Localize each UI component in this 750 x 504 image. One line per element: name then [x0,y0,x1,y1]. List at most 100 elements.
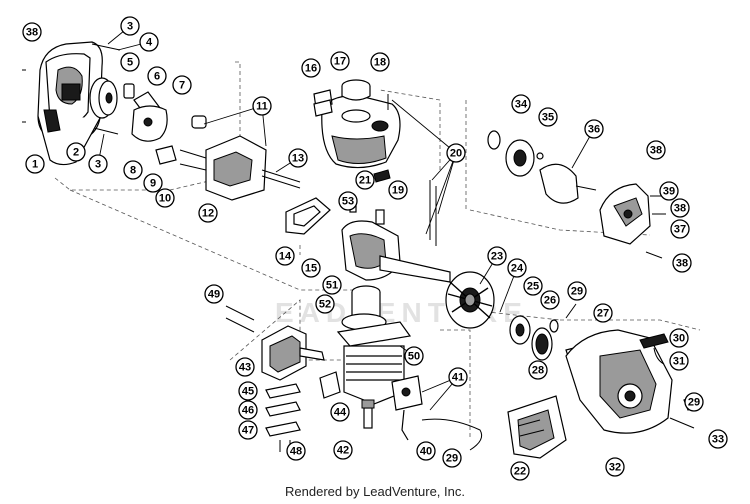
part-callout-52: 52 [315,294,335,314]
callout-number: 5 [127,57,133,69]
part-callout-25: 25 [523,276,543,296]
callout-number: 20 [450,148,462,160]
callout-circle [88,154,108,174]
callout-circle [605,457,625,477]
carburetor-part [179,115,301,201]
callout-circle [301,58,321,78]
part-callout-20: 20 [446,143,466,163]
part-callout-3: 3 [88,154,108,174]
callout-number: 9 [150,178,156,190]
callout-number: 29 [571,286,583,298]
callout-number: 36 [588,124,600,136]
cylinder-gasket-part [319,371,341,399]
callout-number: 10 [159,193,171,205]
part-callout-18: 18 [370,52,390,72]
callout-number: 43 [239,362,251,374]
part-callout-12: 12 [198,203,218,223]
callout-number: 41 [452,372,464,384]
callout-number: 24 [511,263,524,275]
callout-number: 16 [305,63,317,75]
part-callout-42: 42 [333,440,353,460]
callout-number: 26 [544,295,556,307]
ignition-module-part [391,375,483,451]
callout-circle [333,440,353,460]
part-callout-4: 4 [139,32,159,52]
callout-number: 29 [446,453,458,465]
part-callout-53: 53 [338,191,358,211]
callout-number: 44 [334,407,347,419]
callout-number: 22 [514,466,526,478]
callout-number: 8 [130,165,136,177]
callout-number: 21 [359,175,371,187]
callout-circle [288,148,308,168]
callout-circle [672,253,692,273]
callout-number: 25 [527,281,539,293]
callout-circle [155,188,175,208]
part-callout-38: 38 [646,140,666,160]
callout-circle [670,219,690,239]
part-callout-36: 36 [584,119,604,139]
callout-number: 15 [305,263,317,275]
callout-circle [507,258,527,278]
spark-plug-part [361,399,375,429]
flywheel-part [445,271,495,329]
part-callout-22: 22 [510,461,530,481]
part-callout-38: 38 [670,198,690,218]
callout-circle [120,52,140,72]
clutch-cover-part [599,183,666,259]
callout-circle [338,191,358,211]
part-callout-39: 39 [659,181,679,201]
callout-number: 3 [95,159,101,171]
callout-number: 49 [208,289,220,301]
callout-number: 30 [673,333,685,345]
part-callout-19: 19 [388,180,408,200]
callout-circle [235,357,255,377]
part-callout-7: 7 [172,75,192,95]
part-callout-13: 13 [288,148,308,168]
callout-circle [446,143,466,163]
part-callout-35: 35 [538,107,558,127]
part-callout-40: 40 [416,441,436,461]
callout-circle [123,160,143,180]
part-callout-47: 47 [238,420,258,440]
callout-number: 33 [712,434,724,446]
engine-housing-part [565,329,695,434]
callout-circle [22,22,42,42]
part-callout-17: 17 [330,51,350,71]
fuel-cap-part [341,79,371,101]
callout-number: 34 [515,99,528,111]
crankcase-part [341,199,451,283]
part-callout-45: 45 [238,381,258,401]
part-callout-5: 5 [120,52,140,72]
callout-circle [388,180,408,200]
callout-circle [404,346,424,366]
callout-number: 46 [242,405,254,417]
part-callout-3: 3 [120,16,140,36]
callout-number: 13 [292,153,304,165]
callout-number: 32 [609,462,621,474]
part-callout-51: 51 [322,275,342,295]
callout-number: 39 [663,186,675,198]
callout-number: 4 [146,37,153,49]
callout-circle [330,402,350,422]
callout-number: 2 [73,147,79,159]
part-callout-1: 1 [25,154,45,174]
callout-circle [442,448,462,468]
callout-circle [510,461,530,481]
callout-number: 29 [688,397,700,409]
callout-circle [487,246,507,266]
callout-number: 53 [342,196,354,208]
callout-circle [301,258,321,278]
callout-number: 12 [202,208,214,220]
callout-number: 1 [32,159,38,171]
starter-handle-part [639,333,669,365]
part-callout-21: 21 [355,170,375,190]
callout-number: 27 [597,308,609,320]
cylinder-part [336,321,412,405]
part-callout-41: 41 [448,367,468,387]
part-callout-33: 33 [708,429,728,449]
callout-circle [322,275,342,295]
part-callout-16: 16 [301,58,321,78]
callout-number: 18 [374,57,386,69]
